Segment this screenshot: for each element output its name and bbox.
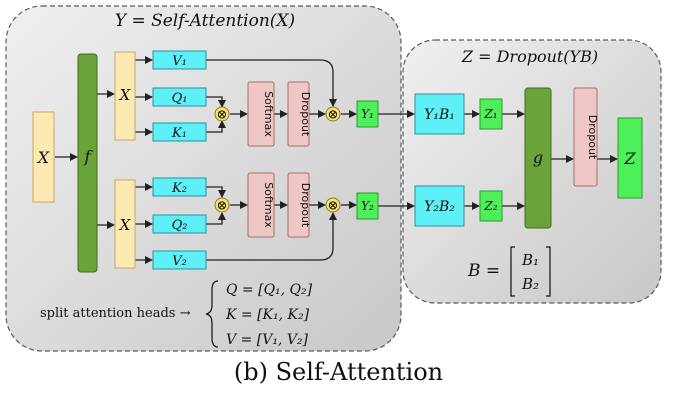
svg-text:Y₁B₁: Y₁B₁ xyxy=(424,107,455,123)
node-q1: Q₁ xyxy=(152,87,207,107)
node-y1b1: Y₁B₁ xyxy=(414,93,465,135)
softmax-bottom: Softmax xyxy=(247,172,275,238)
svg-text:⊗: ⊗ xyxy=(328,108,339,123)
svg-text:X: X xyxy=(36,148,50,167)
b-matrix: B = B₁ B₂ xyxy=(467,246,551,297)
node-g: g xyxy=(524,87,552,229)
svg-text:B₁: B₁ xyxy=(521,251,539,269)
svg-text:Z₂: Z₂ xyxy=(483,199,497,213)
svg-text:K = [K₁, K₂]: K = [K₁, K₂] xyxy=(225,307,310,323)
svg-text:⊗: ⊗ xyxy=(328,199,339,214)
svg-text:Z₁: Z₁ xyxy=(483,107,497,121)
svg-text:Q = [Q₁, Q₂]: Q = [Q₁, Q₂] xyxy=(226,282,313,298)
figure-caption: (b) Self-Attention xyxy=(233,358,444,386)
svg-text:K₁: K₁ xyxy=(171,126,187,141)
multiply-icon: ⊗ xyxy=(325,106,341,123)
svg-text:Dropout: Dropout xyxy=(586,115,599,160)
svg-text:⊗: ⊗ xyxy=(217,199,228,214)
svg-text:g: g xyxy=(533,148,543,167)
dropout-title: Z = Dropout(YB) xyxy=(461,47,598,66)
svg-text:Y₂B₂: Y₂B₂ xyxy=(424,199,455,215)
dropout-right: Dropout xyxy=(573,87,599,187)
svg-text:Q₂: Q₂ xyxy=(172,218,188,233)
dropout-bottom: Dropout xyxy=(287,172,312,238)
node-z1: Z₁ xyxy=(479,98,503,130)
node-y2: Y₂ xyxy=(356,192,379,220)
node-f: f xyxy=(77,53,98,273)
node-z: Z xyxy=(617,117,643,199)
svg-text:V₁: V₁ xyxy=(172,54,187,69)
dropout-top: Dropout xyxy=(287,81,312,147)
svg-text:⊗: ⊗ xyxy=(217,108,228,123)
node-k2: K₂ xyxy=(152,177,207,197)
node-y1: Y₁ xyxy=(356,100,379,128)
node-x-bottom: X xyxy=(114,179,136,269)
softmax-top: Softmax xyxy=(247,81,275,147)
svg-text:B₂: B₂ xyxy=(521,275,539,293)
node-q2: Q₂ xyxy=(152,214,207,234)
svg-text:V = [V₁, V₂]: V = [V₁, V₂] xyxy=(226,332,309,348)
svg-text:Dropout: Dropout xyxy=(299,92,312,137)
node-z2: Z₂ xyxy=(479,190,503,222)
svg-text:Dropout: Dropout xyxy=(299,183,312,228)
svg-text:V₂: V₂ xyxy=(172,254,187,269)
multiply-icon: ⊗ xyxy=(214,106,230,123)
svg-text:Softmax: Softmax xyxy=(262,91,275,137)
svg-text:split attention heads →: split attention heads → xyxy=(40,306,191,321)
svg-text:f: f xyxy=(84,147,94,166)
svg-text:Softmax: Softmax xyxy=(262,182,275,228)
split-attention-heads: split attention heads → Q = [Q₁, Q₂] K =… xyxy=(40,280,313,348)
svg-text:B =: B = xyxy=(467,261,500,281)
node-x-top: X xyxy=(114,51,136,141)
svg-text:Y₁: Y₁ xyxy=(361,107,374,121)
svg-text:X: X xyxy=(119,216,132,234)
node-x-input: X xyxy=(32,111,55,203)
svg-text:X: X xyxy=(119,86,132,104)
node-v1: V₁ xyxy=(152,50,207,70)
multiply-icon: ⊗ xyxy=(325,197,341,214)
node-v2: V₂ xyxy=(152,250,207,270)
node-k1: K₁ xyxy=(152,122,207,142)
connectors xyxy=(55,56,618,264)
node-y2b2: Y₂B₂ xyxy=(414,185,465,227)
svg-text:K₂: K₂ xyxy=(171,181,187,196)
svg-text:Q₁: Q₁ xyxy=(172,91,188,106)
svg-text:Z: Z xyxy=(623,149,636,168)
svg-text:Y₂: Y₂ xyxy=(361,199,374,213)
multiply-icon: ⊗ xyxy=(214,197,230,214)
self-attention-title: Y = Self-Attention(X) xyxy=(115,11,295,31)
